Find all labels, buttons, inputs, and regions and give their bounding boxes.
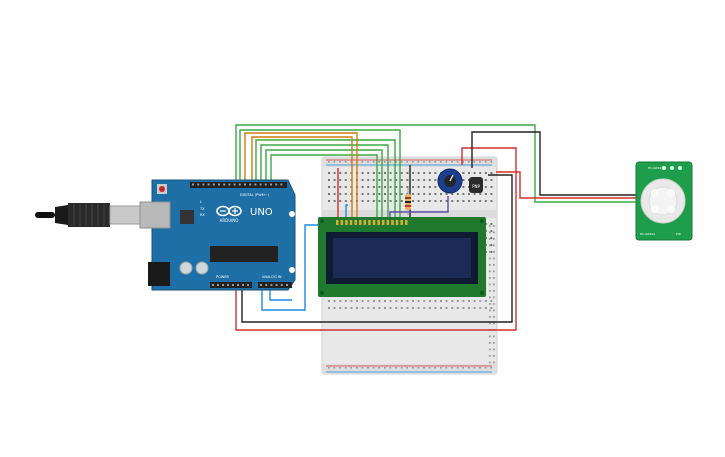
potentiometer[interactable] bbox=[437, 168, 463, 194]
lcd-screen bbox=[333, 238, 471, 278]
arduino-logo-icon bbox=[216, 205, 242, 217]
digital-header bbox=[190, 182, 287, 188]
arduino-brand: ARDUINO bbox=[220, 218, 239, 223]
wire-blue bbox=[345, 204, 348, 220]
wire-black bbox=[471, 131, 636, 196]
usb-cable bbox=[35, 203, 145, 227]
wire-green bbox=[255, 139, 396, 220]
wire-green bbox=[239, 129, 401, 220]
analog-label: ANALOG IN bbox=[262, 275, 282, 279]
wire-black bbox=[241, 174, 513, 323]
rx-label: RX bbox=[200, 213, 205, 217]
arduino-uno[interactable]: UNO ARDUINO DIGITAL (PWM~) POWER ANALOG … bbox=[35, 179, 296, 291]
arduino-model: UNO bbox=[250, 207, 273, 218]
lcd-pin-header bbox=[336, 220, 408, 225]
wire-red bbox=[496, 171, 636, 199]
power-label: POWER bbox=[216, 275, 230, 279]
atmega-chip bbox=[210, 246, 278, 262]
pir-sensor[interactable]: HC-SR501 HC-SR501 PIR bbox=[635, 161, 693, 241]
pir-bottom-right-label: PIR bbox=[676, 232, 681, 236]
wire-purple bbox=[389, 196, 449, 220]
wire-orange bbox=[244, 132, 358, 220]
digital-label: DIGITAL (PWM~) bbox=[240, 193, 270, 197]
pir-top-label: HC-SR501 bbox=[648, 166, 663, 170]
tx-label: TX bbox=[199, 207, 205, 211]
wire-orange bbox=[251, 136, 353, 220]
wire-green bbox=[260, 144, 389, 220]
wires bbox=[235, 124, 636, 331]
l-label: L bbox=[200, 200, 202, 204]
lcd-module[interactable] bbox=[318, 217, 486, 297]
transistor-label: PNP bbox=[472, 184, 480, 189]
resistor[interactable] bbox=[405, 188, 411, 215]
wire-blue bbox=[269, 288, 292, 301]
wire-red bbox=[235, 147, 517, 331]
wire-green bbox=[235, 124, 636, 203]
wire-green bbox=[265, 149, 383, 220]
transistor[interactable]: PNP bbox=[469, 177, 483, 193]
wire-green bbox=[270, 154, 378, 220]
analog-header bbox=[258, 282, 292, 288]
power-header bbox=[210, 282, 252, 288]
pir-bottom-left-label: HC-SR501 bbox=[640, 232, 655, 236]
